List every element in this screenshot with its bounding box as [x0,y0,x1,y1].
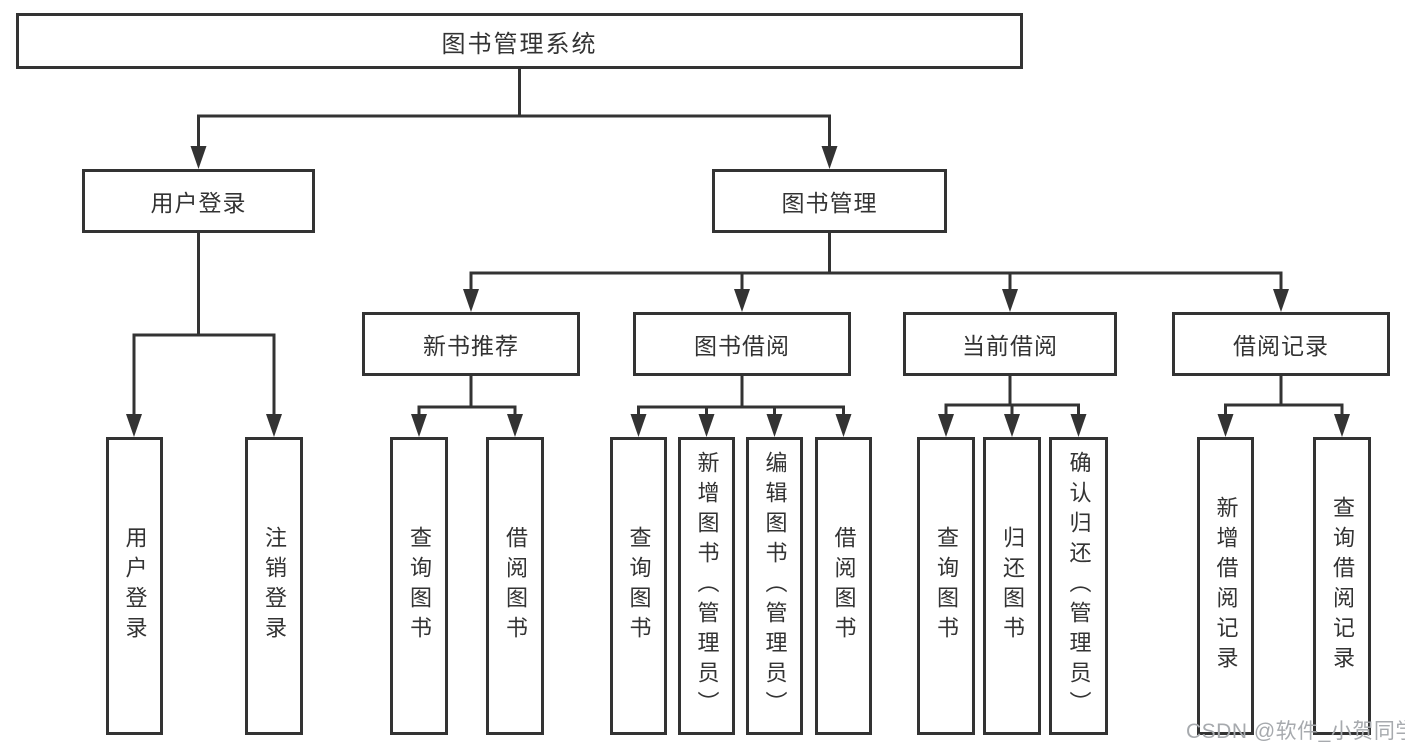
leaf-borrowing-add-books-admin: 新增图书（管理员） [678,437,735,735]
arrowhead-icon [734,289,750,312]
arrowhead-icon [835,414,852,437]
leaf-label: 查询图书 [626,526,652,646]
leaf-label: 查询图书 [934,526,959,646]
leaf-label: 查询图书 [407,526,432,646]
connector-book-management-branch [463,233,1289,312]
connector-current-borrowing-branch [938,376,1087,437]
leaf-label: 用户登录 [122,526,148,646]
arrowhead-icon [411,414,427,437]
leaf-borrowing-query-books: 查询图书 [610,437,667,735]
connector-root-to-level2 [190,69,838,169]
leaf-current-return-books: 归还图书 [983,437,1041,735]
node-label: 新书推荐 [423,333,519,359]
leaf-label: 查询借阅记录 [1330,496,1355,676]
node-label: 图书管理系统 [441,30,598,58]
node-label: 当前借阅 [962,333,1058,359]
node-label: 图书管理 [781,190,878,216]
leaf-recommend-borrow-books: 借阅图书 [486,437,544,735]
node-book-management: 图书管理 [712,169,947,233]
arrowhead-icon [266,414,282,437]
arrowhead-icon [1217,414,1234,437]
node-new-book-recommendation: 新书推荐 [362,312,580,376]
arrowhead-icon [630,414,647,437]
leaf-current-query-books: 查询图书 [917,437,975,735]
leaf-borrowing-edit-books-admin: 编辑图书（管理员） [746,437,803,735]
leaf-label: 归还图书 [1000,526,1025,646]
leaf-borrowing-borrow-books: 借阅图书 [815,437,872,735]
leaf-records-add-borrow-record: 新增借阅记录 [1197,437,1254,735]
connector-borrowing-records-branch [1217,376,1350,437]
connector-book-borrowing-branch [630,376,852,437]
node-label: 图书借阅 [694,333,790,359]
node-borrowing-records: 借阅记录 [1172,312,1390,376]
leaf-user-login: 用户登录 [106,437,163,735]
node-root-library-management-system: 图书管理系统 [16,13,1023,69]
leaf-recommend-query-books: 查询图书 [390,437,448,735]
leaf-label: 新增借阅记录 [1213,496,1239,676]
leaf-current-confirm-return-admin: 确认归还（管理员） [1049,437,1108,735]
leaf-label: 确认归还（管理员） [1066,451,1092,721]
leaf-label: 编辑图书（管理员） [762,451,788,721]
arrowhead-icon [1002,289,1018,312]
leaf-label: 借阅图书 [503,526,528,646]
node-book-borrowing: 图书借阅 [633,312,851,376]
arrowhead-icon [463,289,479,312]
node-label: 用户登录 [150,190,247,216]
node-user-login: 用户登录 [82,169,315,233]
arrowhead-icon [507,414,523,437]
arrowhead-icon [766,414,783,437]
arrowhead-icon [938,414,954,437]
connector-new-book-recommendation-branch [411,376,523,437]
arrowhead-icon [1070,414,1087,437]
node-label: 借阅记录 [1233,333,1329,359]
arrowhead-icon [1334,414,1350,437]
arrowhead-icon [190,146,207,169]
leaf-label: 借阅图书 [831,526,857,646]
arrowhead-icon [126,414,142,437]
csdn-watermark: CSDN @软件_小贺同学 [1186,720,1405,743]
arrowhead-icon [698,414,715,437]
connector-user-login-branch [126,233,282,437]
node-current-borrowing: 当前借阅 [903,312,1117,376]
arrowhead-icon [1273,289,1289,312]
leaf-logout: 注销登录 [245,437,303,735]
leaf-records-query-borrow-record: 查询借阅记录 [1313,437,1371,735]
arrowhead-icon [1004,414,1020,437]
leaf-label: 注销登录 [262,526,287,646]
arrowhead-icon [821,146,838,169]
leaf-label: 新增图书（管理员） [694,451,720,721]
